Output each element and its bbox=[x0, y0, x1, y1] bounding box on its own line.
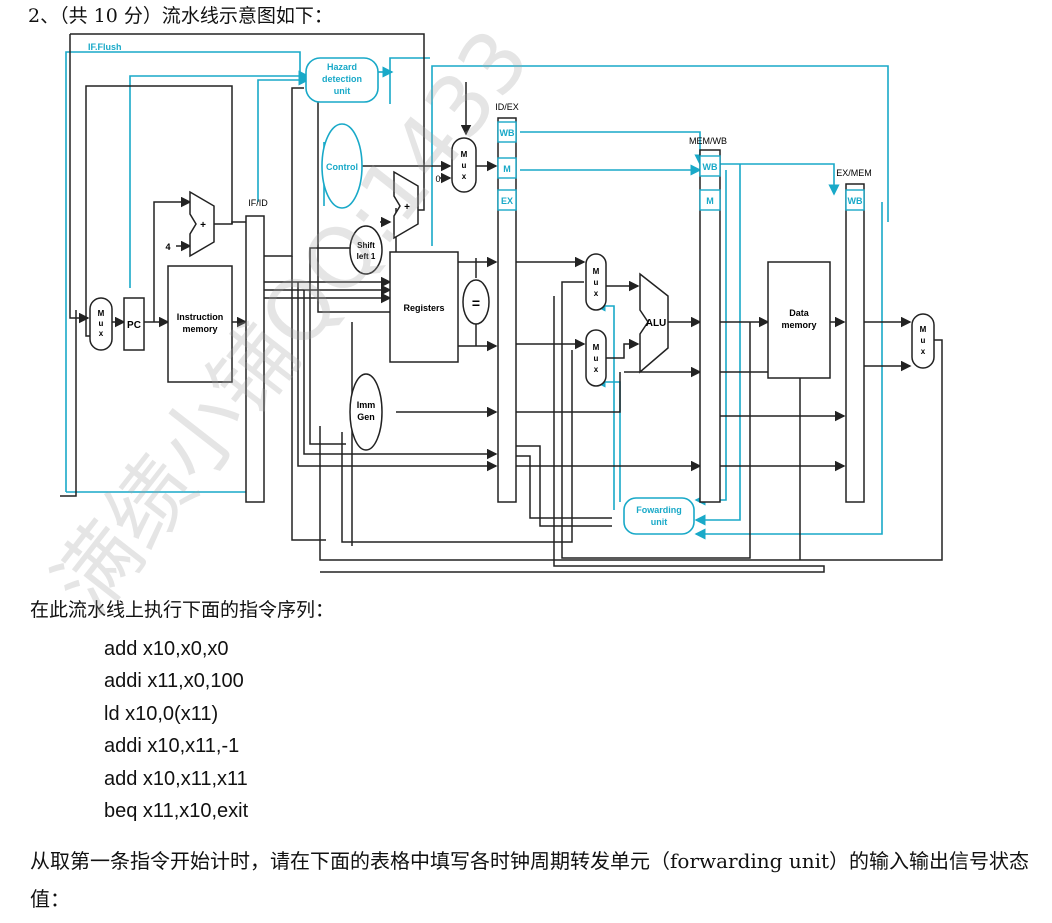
svg-text:x: x bbox=[594, 365, 599, 374]
svg-text:M: M bbox=[920, 325, 927, 334]
svg-text:M: M bbox=[593, 267, 600, 276]
question-heading: 2、（共 10 分）流水线示意图如下： bbox=[28, 5, 333, 27]
svg-text:u: u bbox=[99, 319, 104, 328]
instruction-line: addi x11,x0,100 bbox=[104, 670, 244, 693]
if-flush-wire bbox=[65, 51, 301, 492]
branch-adder: + bbox=[393, 170, 419, 240]
svg-text:x: x bbox=[594, 289, 599, 298]
alu-mux-b: M u x bbox=[585, 329, 607, 387]
svg-text:Data: Data bbox=[789, 308, 810, 318]
svg-text:+: + bbox=[404, 202, 410, 213]
reg-mem-wb: WB M bbox=[699, 149, 721, 503]
svg-text:ALU: ALU bbox=[646, 318, 667, 329]
svg-text:Registers: Registers bbox=[403, 303, 444, 313]
instruction-line: add x10,x0,x0 bbox=[104, 638, 229, 660]
reg-if-id bbox=[245, 215, 265, 503]
reg-if-id-label: IF/ID bbox=[248, 198, 268, 208]
svg-text:detection: detection bbox=[322, 74, 362, 84]
forwarding-unit: Fowarding unit bbox=[623, 497, 695, 535]
control-mux: M u x bbox=[451, 137, 477, 193]
instruction-line: ld x10,0(x11) bbox=[104, 702, 219, 725]
imm-gen: Imm Gen bbox=[349, 373, 383, 451]
svg-text:Control: Control bbox=[326, 162, 358, 172]
alu: ALU bbox=[639, 272, 669, 374]
reg-id-ex-label: ID/EX bbox=[495, 102, 519, 112]
svg-text:WB: WB bbox=[848, 196, 863, 206]
svg-text:x: x bbox=[462, 172, 467, 181]
reg-id-ex: WB M EX bbox=[497, 117, 517, 503]
instruction-list: add x10,x0,x0 addi x11,x0,100 ld x10,0(x… bbox=[104, 633, 248, 827]
svg-text:PC: PC bbox=[127, 320, 141, 331]
register-file: Registers bbox=[389, 251, 459, 363]
svg-text:Fowarding: Fowarding bbox=[636, 505, 682, 515]
reg-ex-mem-label: EX/MEM bbox=[836, 168, 872, 178]
hazard-detection-unit: Hazard detection unit bbox=[305, 57, 379, 103]
writeback-mux: M u x bbox=[911, 313, 935, 369]
svg-text:=: = bbox=[472, 295, 480, 311]
svg-text:u: u bbox=[594, 354, 599, 363]
svg-text:u: u bbox=[594, 278, 599, 287]
svg-text:Instruction: Instruction bbox=[177, 312, 224, 322]
svg-text:M: M bbox=[593, 343, 600, 352]
data-memory: Data memory bbox=[767, 261, 831, 379]
svg-text:Shift: Shift bbox=[357, 241, 375, 250]
question-prompt: 从取第一条指令开始计时，请在下面的表格中填写各时钟周期转发单元（forwardi… bbox=[30, 849, 1030, 911]
const-four: 4 bbox=[165, 242, 170, 252]
reg-mem-wb-label: MEM/WB bbox=[689, 136, 727, 146]
if-flush-label: IF.Flush bbox=[88, 42, 122, 52]
alu-mux-a: M u x bbox=[585, 253, 607, 311]
svg-text:EX: EX bbox=[501, 196, 513, 206]
reg-ex-mem: WB bbox=[845, 183, 865, 503]
instruction-memory: Instruction memory bbox=[167, 265, 233, 383]
svg-text:u: u bbox=[921, 336, 926, 345]
svg-text:Imm: Imm bbox=[357, 400, 376, 410]
instruction-line: add x10,x11,x11 bbox=[104, 767, 248, 790]
svg-text:left 1: left 1 bbox=[357, 252, 376, 261]
instruction-line: beq x11,x10,exit bbox=[104, 799, 249, 822]
question-intro: 在此流水线上执行下面的指令序列： bbox=[30, 599, 335, 621]
svg-text:M: M bbox=[706, 196, 714, 206]
svg-text:+: + bbox=[200, 220, 206, 231]
svg-text:x: x bbox=[921, 347, 926, 356]
svg-text:M: M bbox=[98, 309, 105, 318]
pc-register: PC bbox=[123, 297, 145, 351]
const-zero: 0 bbox=[435, 174, 440, 184]
svg-text:WB: WB bbox=[500, 128, 515, 138]
control-unit: Control bbox=[321, 123, 363, 209]
svg-text:Gen: Gen bbox=[357, 412, 375, 422]
svg-text:u: u bbox=[462, 161, 467, 170]
pipeline-diagram: M u x PC + 4 Instruction memory IF/ID Ha… bbox=[60, 33, 943, 573]
svg-text:unit: unit bbox=[651, 517, 668, 527]
svg-text:unit: unit bbox=[334, 86, 351, 96]
pc-mux: M u x bbox=[89, 297, 113, 351]
svg-text:memory: memory bbox=[781, 320, 816, 330]
svg-text:x: x bbox=[99, 329, 104, 338]
svg-text:Hazard: Hazard bbox=[327, 62, 357, 72]
equal-comparator: = bbox=[462, 279, 490, 325]
svg-text:M: M bbox=[461, 150, 468, 159]
pc-adder: + bbox=[189, 190, 215, 258]
instruction-line: addi x10,x11,-1 bbox=[104, 735, 240, 758]
shift-left-unit: Shift left 1 bbox=[349, 225, 383, 275]
svg-text:M: M bbox=[503, 164, 511, 174]
svg-text:WB: WB bbox=[703, 162, 718, 172]
svg-text:memory: memory bbox=[182, 324, 217, 334]
